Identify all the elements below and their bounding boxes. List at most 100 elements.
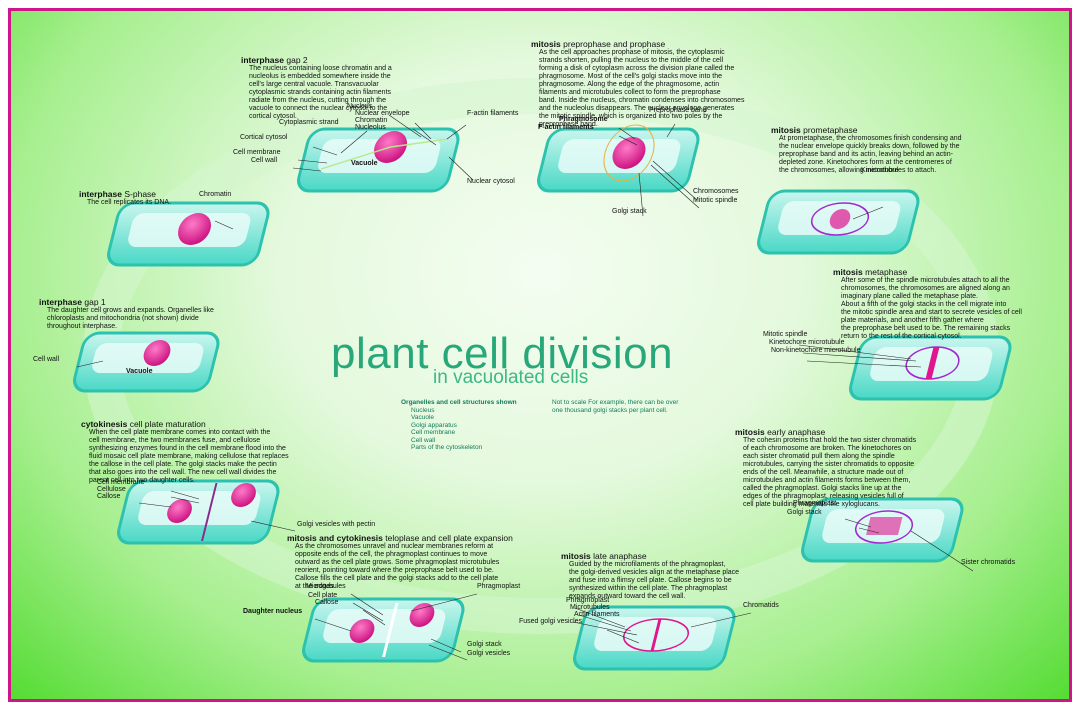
cycle-diagram [73, 78, 1015, 671]
label-microtubules-telophase: Microtubules [306, 583, 346, 590]
label-golgi-vesicles-telophase: Golgi vesicles [467, 650, 511, 657]
label-phragmoplast-early: Phragmoplast [793, 500, 837, 507]
label-cortical-cytosol: Cortical cytosol [240, 134, 288, 141]
label-golgi-stack-early: Golgi stack [787, 509, 822, 516]
stage-group: interphase [39, 297, 82, 307]
stage-prophase: mitosis preprophase and prophase As the … [531, 39, 744, 129]
label-phragmoplast-telophase: Phragmoplast [477, 583, 521, 590]
stage-name: teloplase and cell plate expansion [385, 533, 513, 543]
stage-metaphase: mitosis metaphase After some of the spin… [833, 267, 1022, 341]
stage-telophase: mitosis and cytokinesis teloplase and ce… [287, 533, 513, 591]
label-non-kinetochore-microtubule: Non-kinetochore microtubule [771, 347, 861, 354]
label-f-actin: F-actin filaments [467, 110, 519, 117]
stage-description: The cell replicates its DNA. [87, 199, 172, 206]
metaphase-cell [845, 335, 1015, 401]
poster: plant cell division in vacuolated cells … [8, 8, 1072, 702]
stage-name: gap 1 [84, 297, 106, 307]
stage-prometaphase: mitosis prometaphase At prometaphase, th… [771, 125, 962, 175]
label-chromosomes: Chromosomes [693, 188, 739, 195]
label-vacuole: Vacuole [351, 160, 378, 167]
organelle-item: Cell wall [411, 436, 436, 444]
early-anaphase-cell [797, 497, 967, 563]
organelle-legend: Organelles and cell structures shown Nuc… [401, 399, 517, 452]
label-callose-maturation: Callose [97, 493, 121, 500]
label-callose-telophase: Callose [315, 599, 339, 606]
stage-gap2: interphase gap 2 The nucleus containing … [241, 55, 392, 121]
label-golgi-stack: Golgi stack [612, 208, 647, 215]
sphase-nucleus [178, 213, 212, 245]
telophase-cell [298, 597, 468, 663]
organelle-item: Parts of the cytoskeleton [411, 444, 483, 451]
stage-early-anaphase: mitosis early anaphase The cohesin prote… [735, 427, 916, 509]
label-sister-chromatids: Sister chromatids [961, 559, 1016, 566]
label-cellulose: Cellulose [97, 486, 126, 493]
stage-group: mitosis [833, 267, 863, 277]
stage-description: The daughter cell grows and expands. Org… [47, 307, 214, 330]
label-microtubules-late: Microtubules [570, 604, 610, 611]
stage-description: As the cell approaches prophase of mitos… [539, 49, 745, 128]
stage-description: Guided by the microfilaments of the phra… [569, 561, 740, 600]
stage-name: early anaphase [767, 427, 826, 437]
scale-note: Not to scale For example, there can be o… [552, 399, 679, 414]
stage-group: cytokinesis [81, 419, 128, 429]
label-nuclear-cytosol: Nuclear cytosol [467, 178, 515, 185]
label-cell-membrane: Cell membrane [233, 149, 281, 156]
stage-description: The nucleus containing loose chromatin a… [249, 65, 392, 120]
organelle-legend-heading: Organelles and cell structures shown [401, 399, 517, 406]
gap2-cell [293, 127, 463, 193]
stage-description: As the chromosomes unravel and nuclear m… [295, 543, 500, 590]
label-nucleolus: Nucleolus [355, 124, 386, 131]
gap1-cell [73, 331, 220, 393]
prometaphase-cell [753, 189, 923, 255]
label-vacuole-gap1: Vacuole [126, 368, 153, 375]
label-kinetochore-microtubule: Kinetochore microtubule [769, 339, 845, 346]
label-f-actin-prophase: F-actin filaments [538, 124, 594, 131]
stage-name: S-phase [124, 189, 157, 199]
poster-title: plant cell division [331, 329, 674, 378]
sphase-cell [103, 201, 273, 267]
stage-description: At prometaphase, the chromosomes finish … [779, 135, 962, 174]
gap1-nucleus [143, 340, 171, 366]
stage-description: After some of the spindle microtubules a… [841, 277, 1022, 340]
label-mitotic-spindle-metaphase: Mitotic spindle [763, 331, 808, 338]
stage-group: mitosis and cytokinesis [287, 533, 383, 543]
leader-lines [76, 114, 974, 661]
stage-description: When the cell plate membrane comes into … [89, 429, 289, 484]
stage-name: prometaphase [803, 125, 858, 135]
label-preprophase-band: Preprophase band [649, 107, 707, 114]
label-cell-wall: Cell wall [251, 157, 278, 164]
label-daughter-nucleus: Daughter nucleus [243, 608, 303, 615]
label-actin-late: Actin filaments [574, 611, 620, 618]
stage-description: The cohesin proteins that hold the two s… [743, 437, 917, 508]
organelle-item: Golgi apparatus [411, 421, 457, 429]
maturation-cell [113, 479, 283, 545]
label-cell-membrane-maturation: Cell membrane [97, 479, 145, 486]
label-kinetochore: Kinetochore [861, 167, 899, 174]
stage-group: mitosis [561, 551, 591, 561]
late-anaphase-cell [569, 605, 739, 671]
organelle-item: Cell membrane [411, 429, 456, 436]
stage-group: mitosis [771, 125, 801, 135]
stage-name: late anaphase [593, 551, 647, 561]
label-phragmosome: Phragmosome [559, 116, 608, 123]
label-mitotic-spindle: Mitotic spindle [693, 197, 738, 204]
organelle-item: Vacuole [411, 414, 435, 421]
label-chromatids-late: Chromatids [743, 602, 779, 609]
stage-group: interphase [79, 189, 122, 199]
label-nuclear-envelope: Nuclear envelope [355, 110, 410, 117]
stage-group: interphase [241, 55, 284, 65]
label-chromatin: Chromatin [355, 117, 388, 124]
label-phragmoplast-late: Phragmoplast [566, 597, 610, 604]
stage-maturation: cytokinesis cell plate maturation When t… [81, 419, 289, 485]
label-golgi-stack-telophase: Golgi stack [467, 641, 502, 648]
stage-late-anaphase: mitosis late anaphase Guided by the micr… [561, 551, 739, 601]
label-golgi-vesicles-pectin: Golgi vesicles with pectin [297, 521, 376, 528]
stage-gap1: interphase gap 1 The daughter cell grows… [39, 297, 214, 331]
label-fused-golgi: Fused golgi vesicles [519, 618, 583, 625]
stage-name: metaphase [865, 267, 908, 277]
label-cell-plate: Cell plate [308, 592, 338, 599]
label-nucleus: Nucleus [347, 103, 373, 110]
label-cell-wall-gap1: Cell wall [33, 356, 60, 363]
stage-name: gap 2 [286, 55, 308, 65]
label-cytoplasmic-strand: Cytoplasmic strand [279, 119, 339, 126]
